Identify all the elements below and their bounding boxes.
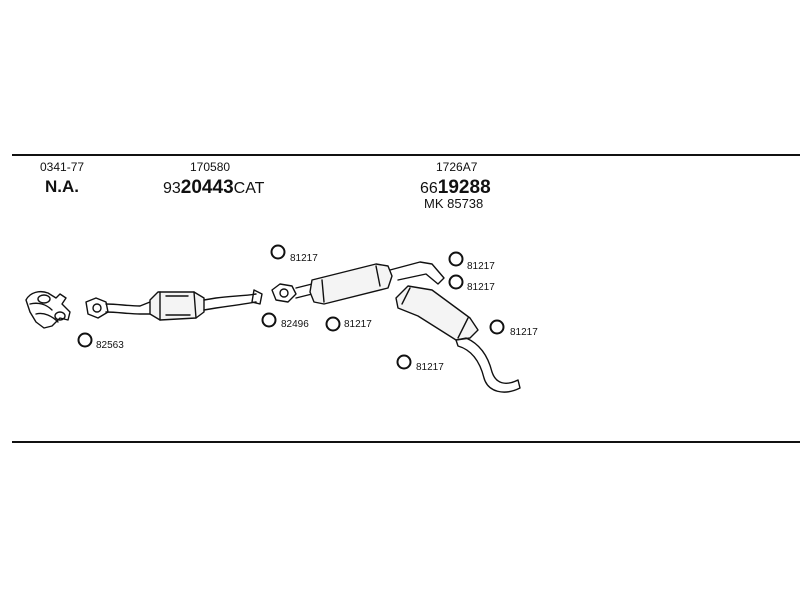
label-82496: 82496: [281, 319, 309, 330]
label-81217-c: 81217: [467, 261, 495, 272]
silencer-alt-number: MK 85738: [424, 196, 484, 211]
ring-81217-e-icon: [489, 319, 505, 335]
rear-silencer: [395, 285, 479, 341]
cat-ref: 170580: [190, 160, 231, 174]
ring-81217-b-icon: [325, 316, 341, 332]
ring-81217-d-icon: [448, 274, 464, 290]
cat-part-number: 9320443CAT: [163, 177, 265, 198]
exhaust-manifold: [25, 291, 71, 329]
middle-connector: [271, 283, 313, 303]
silencer-part-number: 6619288: [420, 177, 491, 198]
silencer-ref: 1726A7: [436, 160, 478, 174]
centre-silencer: [309, 261, 445, 305]
label-81217-b: 81217: [344, 319, 372, 330]
top-rule: [12, 154, 800, 156]
ring-82563-icon: [77, 332, 93, 348]
label-81217-d: 81217: [467, 282, 495, 293]
tail-pipe: [455, 337, 521, 393]
ring-81217-f-icon: [396, 354, 412, 370]
date-range: 0341-77: [40, 160, 85, 174]
model-label: N.A.: [45, 177, 79, 196]
front-pipe: [85, 297, 151, 319]
ring-81217-a-icon: [270, 244, 286, 260]
catalytic-converter: [149, 289, 263, 321]
ring-81217-c-icon: [448, 251, 464, 267]
label-82563: 82563: [96, 340, 124, 351]
label-81217-f: 81217: [416, 362, 444, 373]
label-81217-e: 81217: [510, 327, 538, 338]
ring-82496-icon: [261, 312, 277, 328]
label-81217-a: 81217: [290, 253, 318, 264]
bottom-rule: [12, 441, 800, 443]
